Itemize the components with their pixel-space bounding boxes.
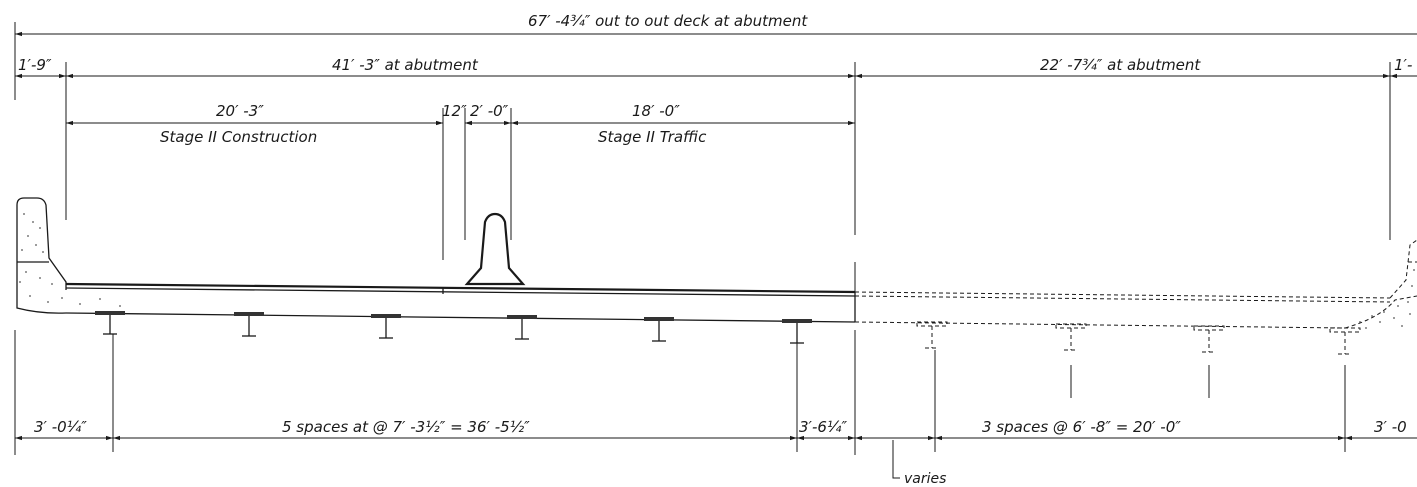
overall-dimension-label: 67′ -4¾″ out to out deck at abutment	[528, 12, 808, 30]
bottom-mid-label: 3′-6¼″	[799, 418, 847, 436]
bottom-spacing-existing-label: 3 spaces @ 6′ -8″ = 20′ -0″	[982, 418, 1181, 436]
girder-new-1	[95, 311, 125, 452]
bottom-dimension-row: 3′ -0¼″ 5 spaces at @ 7′ -3½″ = 36′ -5½″…	[14, 330, 1417, 455]
girder-new-3	[371, 314, 401, 339]
bottom-right-label: 3′ -0	[1374, 418, 1407, 436]
new-girders	[95, 311, 812, 452]
girder-new-5	[644, 317, 674, 342]
bottom-left-label: 3′ -0¼″	[34, 418, 87, 436]
left-overhang-label: 1′-9″	[18, 56, 52, 74]
new-deck-slab	[16, 282, 856, 323]
girder-new-2	[234, 312, 264, 337]
median-barrier	[464, 212, 526, 286]
girder-new-4	[507, 315, 537, 340]
varies-label: varies	[904, 471, 946, 487]
girder-existing-2	[1055, 323, 1087, 398]
stage2-width-label: 41′ -3″ at abutment	[332, 56, 479, 74]
extension-lines	[65, 62, 1391, 292]
existing-deck-dashed	[854, 239, 1417, 329]
zone-construction-label: Stage II Construction	[160, 128, 317, 146]
girder-existing-3	[1193, 325, 1225, 398]
traffic-width-label: 18′ -0″	[632, 102, 680, 120]
third-dimension-row: 20′ -3″ 12″ 2′ -0″ 18′ -0″ Stage II Cons…	[66, 102, 855, 146]
varies-leader: varies	[892, 440, 946, 487]
existing-girders	[916, 321, 1361, 452]
second-dimension-row: 1′-9″ 41′ -3″ at abutment 22′ -7¾″ at ab…	[15, 56, 1417, 79]
construction-width-label: 20′ -3″	[216, 102, 264, 120]
girder-existing-4	[1329, 327, 1361, 452]
overall-dimension: 67′ -4¾″ out to out deck at abutment	[14, 12, 1417, 100]
gap-label: 12″	[442, 102, 467, 120]
existing-width-label: 22′ -7¾″ at abutment	[1040, 56, 1201, 74]
zone-traffic-label: Stage II Traffic	[598, 128, 707, 146]
right-overhang-label: 1′-	[1394, 56, 1412, 74]
left-parapet	[16, 197, 67, 290]
bottom-spacing-new-label: 5 spaces at @ 7′ -3½″ = 36′ -5½″	[282, 418, 530, 436]
girder-existing-1	[916, 321, 948, 452]
girder-new-6	[782, 319, 812, 452]
barrier-width-label: 2′ -0″	[470, 102, 509, 120]
